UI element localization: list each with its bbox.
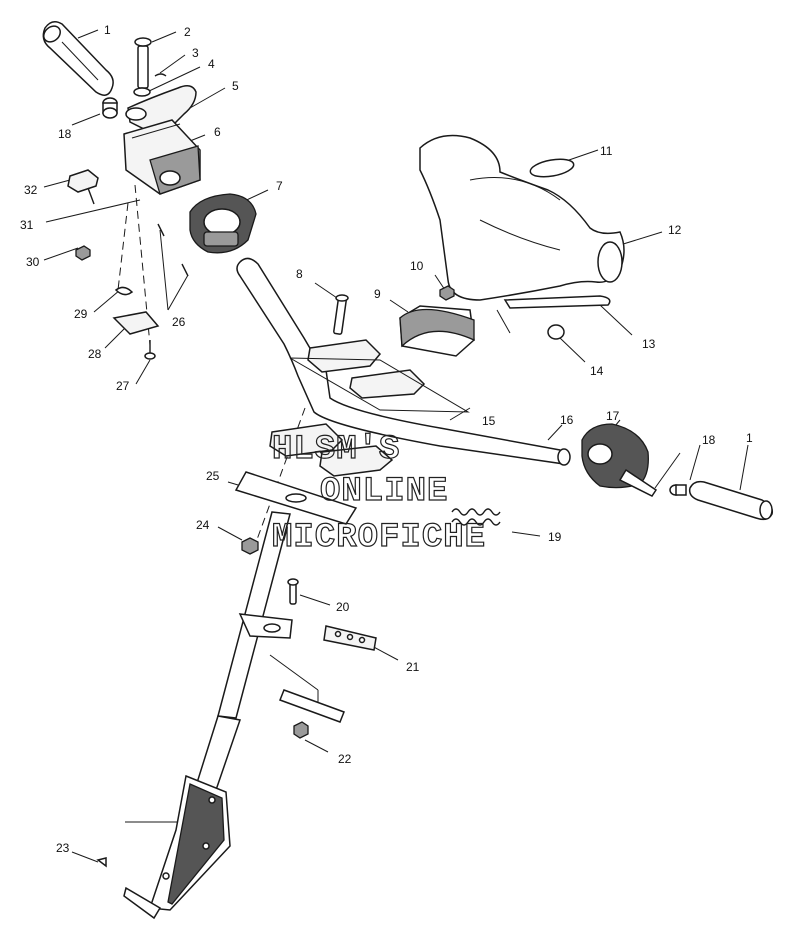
grip-bushing-right (669, 484, 687, 496)
label-28: 28 (88, 347, 102, 361)
clip (154, 73, 167, 77)
watermark-line-1: HLSM'S (272, 431, 400, 469)
kill-switch (189, 193, 257, 254)
bushing-22 (279, 689, 345, 739)
label-30: 30 (26, 255, 40, 269)
label-16: 16 (560, 413, 574, 427)
watermark-line-2: ONLINE (320, 473, 448, 511)
cover-plate (112, 311, 160, 335)
handlebar-pad (419, 134, 625, 301)
spring (451, 508, 501, 526)
label-7: 7 (276, 179, 283, 193)
bracket-9 (399, 305, 475, 357)
bolt-8 (333, 294, 349, 335)
label-11: 11 (600, 144, 613, 158)
label-1-left: 1 (104, 23, 111, 37)
screw-20 (287, 578, 299, 605)
watermark: HLSM'S ONLINE MICROFICHE (271, 430, 486, 557)
clamp-29 (114, 286, 134, 296)
upper-clamps (307, 339, 426, 399)
clamp-outline (289, 357, 470, 413)
label-8: 8 (296, 267, 303, 281)
nut-24 (241, 537, 259, 555)
label-20: 20 (336, 600, 350, 614)
leader-lines (43, 29, 749, 863)
label-12: 12 (668, 223, 682, 237)
label-6: 6 (214, 125, 221, 139)
label-5: 5 (232, 79, 239, 93)
brake-lever-assembly (581, 423, 658, 497)
label-1-right: 1 (746, 431, 753, 445)
label-23: 23 (56, 841, 70, 855)
nut-30 (75, 245, 91, 261)
throttle-housing (123, 119, 201, 195)
pin (134, 37, 152, 89)
grip-left (42, 21, 114, 96)
label-2: 2 (184, 25, 191, 39)
watermark-line-3: MICROFICHE (272, 519, 486, 557)
grommet (547, 324, 565, 340)
nut-10 (439, 285, 455, 301)
grip-right (688, 480, 774, 521)
label-26: 26 (172, 315, 186, 329)
label-24: 24 (196, 518, 210, 532)
label-10: 10 (410, 259, 424, 273)
label-4: 4 (208, 57, 215, 71)
label-18-left: 18 (58, 127, 72, 141)
plate-21 (323, 625, 377, 651)
screws-26 (157, 223, 189, 277)
handlebar (236, 257, 571, 466)
part-labels: 1 2 3 4 5 6 7 32 31 30 29 28 27 26 11 12… (20, 23, 753, 855)
label-15: 15 (482, 414, 496, 428)
label-27: 27 (116, 379, 130, 393)
label-29: 29 (74, 307, 88, 321)
lower-clamps (269, 423, 394, 477)
label-3: 3 (192, 46, 199, 60)
label-25: 25 (206, 469, 220, 483)
label-9: 9 (374, 287, 381, 301)
grip-bushing-left (102, 97, 118, 119)
label-32: 32 (24, 183, 38, 197)
label-14: 14 (590, 364, 604, 378)
label-22: 22 (338, 752, 352, 766)
label-18-right: 18 (702, 433, 716, 447)
cotter-pin (96, 857, 107, 868)
adjuster-screw (67, 169, 99, 205)
label-19: 19 (548, 530, 562, 544)
label-21: 21 (406, 660, 420, 674)
label-17: 17 (606, 409, 620, 423)
steering-post (123, 471, 358, 920)
screw-27 (144, 340, 156, 360)
pad-strap (503, 295, 611, 309)
washer (133, 87, 151, 97)
label-13: 13 (642, 337, 656, 351)
label-31: 31 (20, 218, 34, 232)
